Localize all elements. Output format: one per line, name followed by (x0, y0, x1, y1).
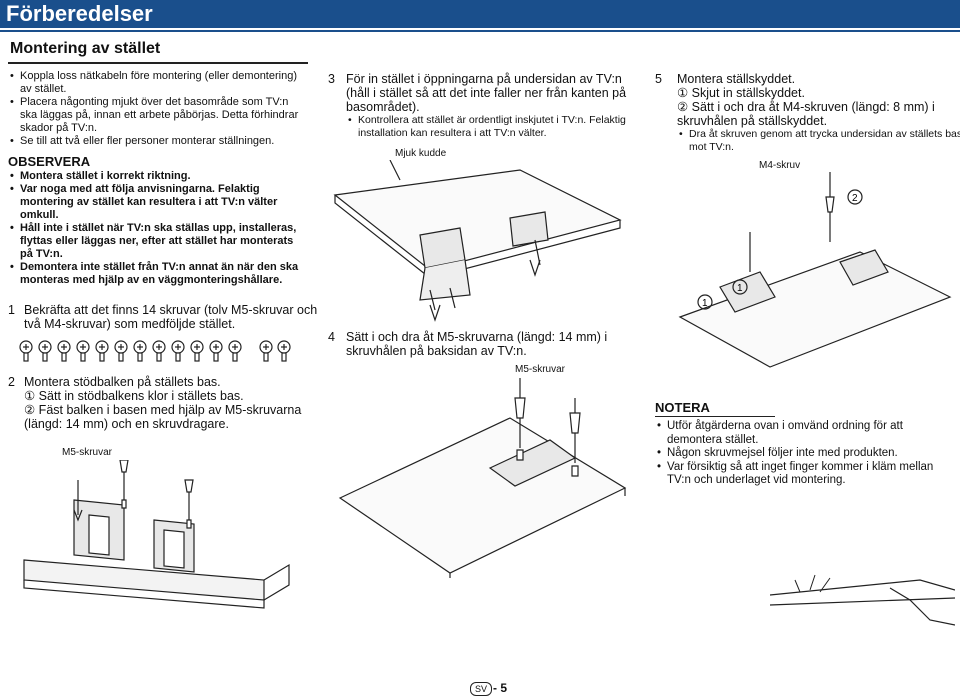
list-item: Placera någonting mjukt över det basområ… (8, 96, 308, 135)
notera-rule (655, 416, 775, 417)
step-text: Montera ställskyddet. (677, 72, 796, 86)
step-number: 2 (8, 375, 15, 389)
screw-m5-icon (95, 340, 109, 362)
screw-m5-icon (209, 340, 223, 362)
step-1: 1 Bekräfta att det finns 14 skruvar (tol… (8, 303, 324, 331)
list-item: Utför åtgärderna ovan i omvänd ordning f… (655, 420, 955, 447)
step-text: Montera stödbalken på ställets bas. (24, 375, 221, 389)
marker-1b: 1 (737, 283, 743, 294)
intro-list: Koppla loss nätkabeln före montering (el… (8, 70, 308, 148)
tv-screw-illustration (338, 378, 627, 578)
step-sub-1: ① Skjut in ställskyddet. (677, 86, 805, 100)
page-header: Förberedelser (0, 0, 960, 28)
step-number: 1 (8, 303, 15, 317)
caption: M5-skruvar (515, 364, 566, 375)
step-sub-1: ① Sätt in stödbalkens klor i ställets ba… (24, 389, 244, 403)
language-badge: SV (470, 682, 492, 696)
notera-list: Utför åtgärderna ovan i omvänd ordning f… (655, 420, 955, 488)
screw-m5-icon (38, 340, 52, 362)
caption: M4-skruv (759, 160, 801, 171)
step-2: 2 Montera stödbalken på ställets bas. ① … (8, 375, 324, 431)
screw-m4-icon (259, 340, 273, 362)
list-item: Koppla loss nätkabeln före montering (el… (8, 70, 308, 96)
observera-list: Montera stället i korrekt riktning. Var … (8, 170, 308, 287)
step-sub-2: ② Fäst balken i basen med hjälp av M5-sk… (24, 403, 302, 431)
screw-m5-icon (171, 340, 185, 362)
marker-2: 2 (852, 193, 858, 204)
screw-m5-icon (133, 340, 147, 362)
list-item: Se till att två eller fler personer mont… (8, 135, 308, 148)
screw-m5-icon (190, 340, 204, 362)
screw-m5-icon (152, 340, 166, 362)
list-item: Håll inte i stället när TV:n ska ställas… (8, 222, 308, 261)
section-title: Montering av stället (10, 40, 161, 57)
step-number: 5 (655, 72, 662, 86)
screw-m5-icon (114, 340, 128, 362)
caption: M5-skruvar (62, 447, 113, 458)
screw-m4-icon (277, 340, 291, 362)
step-3: 3 För in stället i öppningarna på unders… (328, 72, 646, 139)
screw-m5-icon (57, 340, 71, 362)
list-item: Montera stället i korrekt riktning. (8, 170, 308, 183)
step-text: Bekräfta att det finns 14 skruvar (tolv … (24, 303, 318, 331)
list-item: Dra åt skruven genom att trycka undersid… (677, 128, 960, 153)
stand-cover-illustration: 1 1 2 (678, 172, 952, 368)
screws-illustration (19, 340, 291, 362)
list-item: Någon skruvmejsel följer inte med produk… (655, 447, 955, 461)
marker-1: 1 (702, 298, 708, 309)
step-sub-2: ② Sätt i och dra åt M4-skruven (längd: 8… (677, 100, 935, 128)
tv-stand-insert-illustration (333, 160, 622, 322)
caption: Mjuk kudde (395, 148, 447, 159)
finger-pinch-illustration (770, 574, 955, 626)
observera-title: OBSERVERA (8, 154, 91, 169)
step-5: 5 Montera ställskyddet. ① Skjut in ställ… (655, 72, 960, 153)
step-4: 4 Sätt i och dra åt M5-skruvarna (längd:… (328, 330, 646, 358)
list-item: Var noga med att följa anvisningarna. Fe… (8, 183, 308, 222)
screw-m5-icon (228, 340, 242, 362)
page-number: - 5 (493, 681, 508, 695)
stand-base-illustration (23, 460, 290, 609)
section-rule (8, 62, 308, 64)
step-number: 3 (328, 72, 335, 86)
step-text: För in stället i öppningarna på undersid… (346, 72, 627, 114)
list-item: Kontrollera att stället är ordentligt in… (346, 114, 646, 139)
step-number: 4 (328, 330, 335, 344)
notera-title: NOTERA (655, 400, 710, 415)
screw-m5-icon (76, 340, 90, 362)
screw-m5-icon (19, 340, 33, 362)
step-text: Sätt i och dra åt M5-skruvarna (längd: 1… (346, 330, 608, 358)
list-item: Var försiktig så att inget finger kommer… (655, 461, 955, 488)
page-title: Förberedelser (6, 1, 153, 26)
list-item: Demontera inte stället från TV:n annat ä… (8, 261, 308, 287)
header-rule (0, 30, 960, 32)
